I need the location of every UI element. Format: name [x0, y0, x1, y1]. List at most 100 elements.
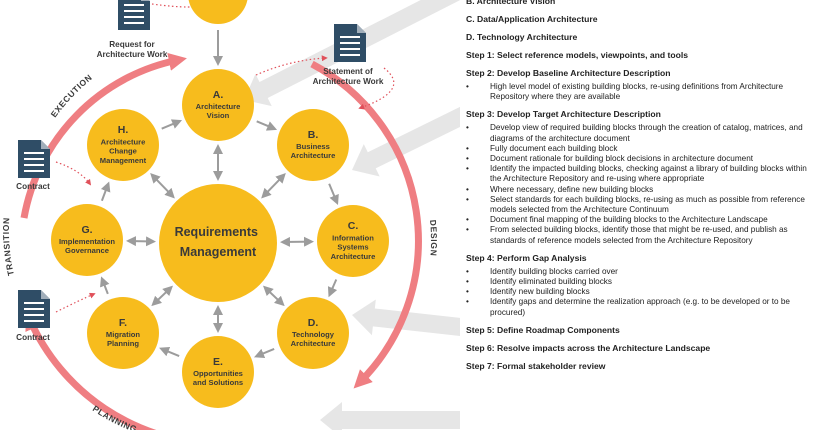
phase-letter: F.: [119, 317, 127, 329]
document-contract-1: Contract: [16, 140, 50, 191]
phase-label-line: Vision: [207, 111, 230, 120]
step-title: Step 1: Select reference models, viewpoi…: [466, 50, 689, 60]
connector-arrow: [254, 348, 275, 359]
step-title: Step 3: Develop Target Architecture Desc…: [466, 109, 661, 120]
document-contract-2: Contract: [16, 290, 50, 342]
phase-label-line: Architecture: [291, 151, 336, 160]
svg-text:Requirements Managemen: Requirements Management: [175, 225, 262, 259]
wide-gray-arrow: [320, 402, 460, 430]
phase-label-line: Technology: [292, 330, 335, 339]
document-label: Architecture Work: [97, 50, 168, 59]
step-title: Step 5: Define Roadmap Components: [466, 324, 620, 335]
phase-label-line: Architecture: [196, 102, 241, 111]
phase-label-line: Opportunities: [193, 369, 243, 378]
step-bullet: Where necessary, define new building blo…: [466, 185, 820, 195]
connector-arrow: [100, 181, 111, 202]
step-section: Step 2: Develop Baseline Architecture De…: [466, 68, 820, 102]
phase-letter: H.: [118, 124, 129, 136]
step-bullet: Select standards for each building block…: [466, 195, 820, 215]
step-bullet-list: High level model of existing building bl…: [466, 82, 820, 102]
execution-label: EXECUTION: [49, 72, 95, 119]
phase-letter: E.: [213, 356, 223, 368]
connector-arrow: [150, 173, 175, 199]
document-label: Contract: [16, 333, 50, 342]
step-bullet: Document rationale for building block de…: [466, 154, 820, 164]
phase-label-line: Architecture: [291, 339, 336, 348]
step-bullet: Develop view of required building blocks…: [466, 123, 820, 143]
phase-label-line: Planning: [107, 339, 139, 348]
adm-steps-panel: B. Architecture Vision C. Data/Applicatio…: [458, 0, 820, 430]
connector-arrow: [125, 236, 157, 247]
phase-letter: D.: [308, 317, 319, 329]
phase-preliminary: Preliminary: [188, 0, 248, 24]
statement-connector: [255, 55, 328, 76]
phase-label-line: Governance: [65, 246, 109, 255]
step-bullet: Document final mapping of the building b…: [466, 215, 820, 225]
step-section: Step 7: Formal stakeholder review: [466, 361, 820, 372]
phase-label-line: Management: [100, 156, 147, 165]
document-label: Request for: [109, 40, 155, 49]
deliverable-item: B. Architecture Vision: [466, 0, 556, 6]
deliverable-item: D. Technology Architecture: [466, 32, 578, 42]
step-section: Step 4: Perform Gap AnalysisIdentify bui…: [466, 253, 820, 318]
step-section: Step 5: Define Roadmap Components: [466, 325, 820, 336]
step-section: Step 6: Resolve impacts across the Archi…: [466, 343, 820, 354]
phase-letter: C.: [348, 220, 359, 232]
document-label: Architecture Work: [313, 77, 384, 86]
phase-letter: G.: [81, 224, 92, 236]
planning-label: PLANNING: [91, 403, 139, 430]
connector-arrow: [327, 279, 338, 298]
step-bullet: From selected building blocks, identify …: [466, 225, 820, 245]
contract1-connector: [55, 161, 92, 186]
planning-arc: [25, 311, 157, 430]
design-label: DESIGN: [428, 219, 439, 256]
connector-arrow: [159, 346, 180, 357]
step-bullet: Identify the impacted building blocks, c…: [466, 164, 820, 184]
svg-text:Contract: Contract: [16, 333, 50, 342]
request-connector: [151, 3, 210, 9]
deliverable-item: C. Data/Application Architecture: [466, 14, 598, 24]
step-title: Step 2: Develop Baseline Architecture De…: [466, 68, 671, 78]
document-icon: [334, 24, 366, 62]
phase-label-line: Architecture: [331, 252, 376, 261]
center-label-line2: Management: [180, 245, 257, 259]
document-label: Contract: [16, 182, 50, 191]
connector-arrow: [261, 173, 286, 199]
wide-gray-arrow: [352, 106, 460, 177]
statement-to-b-connector: [358, 67, 395, 110]
phase-letter: B.: [308, 129, 319, 141]
connector-arrow: [263, 285, 285, 307]
connector-arrow: [256, 120, 278, 131]
document-icon: [118, 0, 150, 30]
step-title: Step 4: Perform Gap Analysis: [466, 252, 587, 263]
step-bullet: High level model of existing building bl…: [466, 82, 820, 102]
step-bullet-list: Identify building blocks carried overIde…: [466, 267, 820, 318]
phase-label-line: Information: [332, 233, 374, 242]
phase-label-line: Implementation: [59, 237, 115, 246]
phase-label-line: Architecture: [101, 137, 146, 146]
connector-arrow: [161, 119, 183, 130]
document-icon: [18, 140, 50, 178]
transition-label: TRANSITION: [1, 217, 16, 277]
svg-text:Contract: Contract: [16, 182, 50, 191]
step-section: Step 1: Select reference models, viewpoi…: [466, 50, 820, 61]
requirements-management: Requirements Management: [159, 184, 277, 302]
phase-label-line: Migration: [106, 330, 141, 339]
phase-letter: A.: [213, 89, 224, 101]
phase-label-line: and Solutions: [193, 378, 243, 387]
contract2-connector: [55, 292, 96, 313]
